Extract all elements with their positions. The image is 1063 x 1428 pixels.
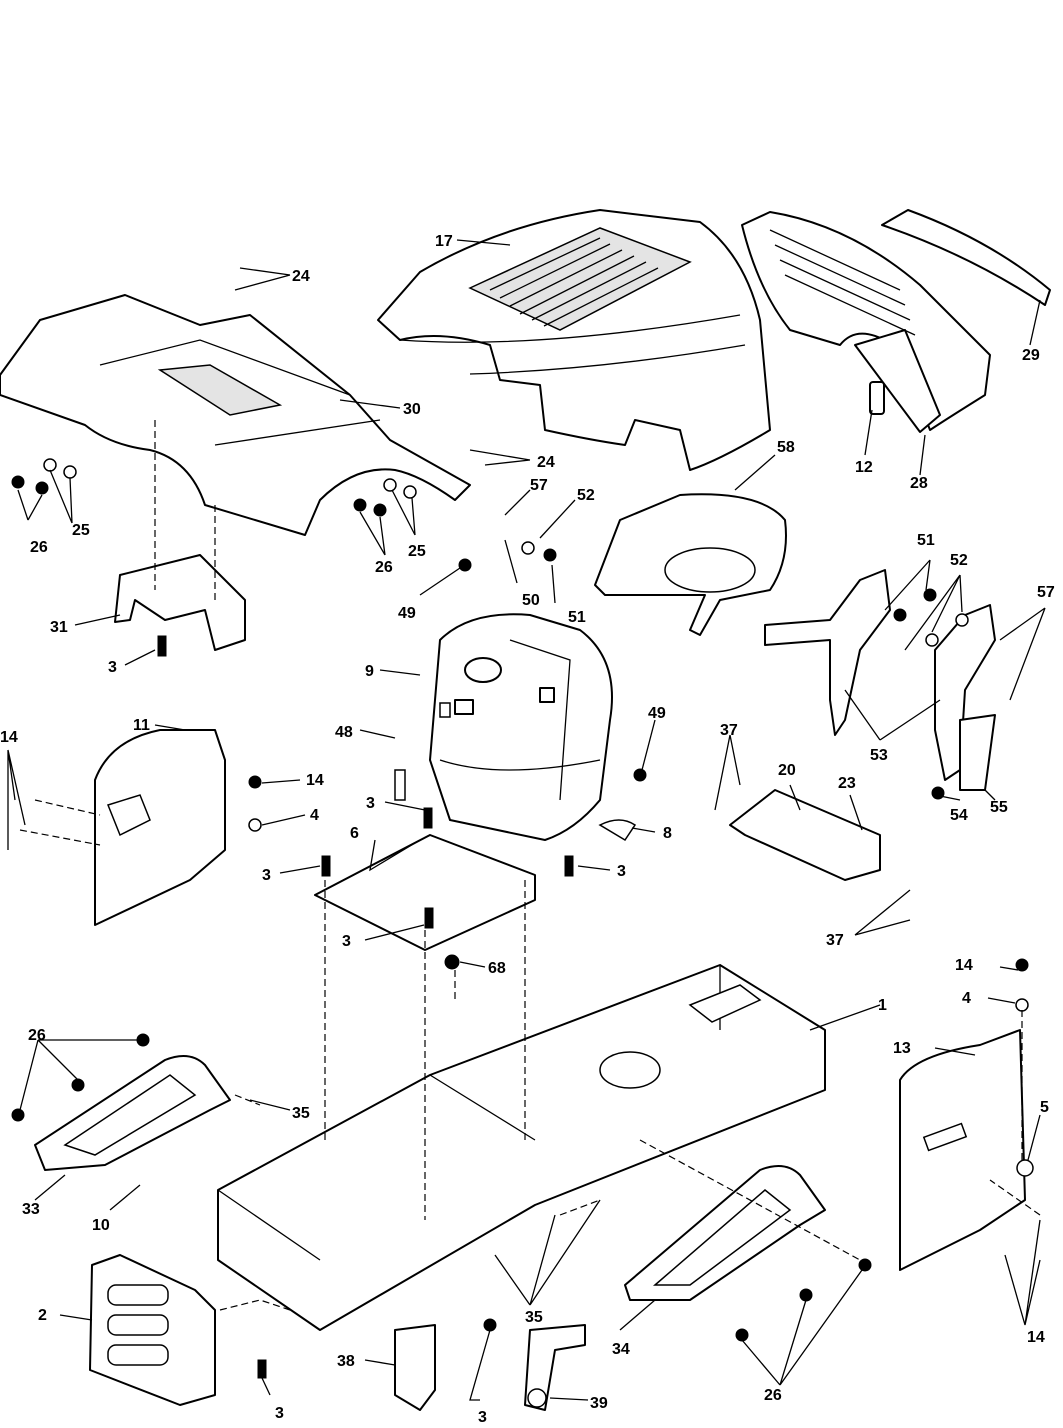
callout-25: 25 xyxy=(408,543,426,560)
callout-34: 34 xyxy=(612,1341,630,1358)
callout-4: 4 xyxy=(962,990,971,1007)
callout-31: 31 xyxy=(50,619,68,636)
callout-14: 14 xyxy=(306,772,324,789)
callout-11: 11 xyxy=(133,717,150,734)
side-panel-left-part xyxy=(94,729,226,926)
alignment-lines xyxy=(19,420,1041,1311)
hitch-bracket-right-part xyxy=(524,1324,586,1411)
callout-26: 26 xyxy=(30,539,48,556)
grille-part xyxy=(741,211,991,433)
callout-17: 17 xyxy=(435,233,453,250)
callout-48: 48 xyxy=(335,724,353,741)
callout-58: 58 xyxy=(777,439,795,456)
callout-52: 52 xyxy=(577,487,595,504)
callout-labels: 1 2 3 3 3 3 3 3 3 4 4 5 6 8 9 10 11 12 1… xyxy=(0,233,1055,1426)
bracket-part xyxy=(764,569,996,791)
callout-14: 14 xyxy=(955,957,973,974)
hardware-fasteners xyxy=(11,458,1034,1379)
battery-tray-part xyxy=(594,493,787,636)
callout-12: 12 xyxy=(855,459,873,476)
hood-part xyxy=(377,209,771,471)
callout-14: 14 xyxy=(0,729,18,746)
main-frame-part xyxy=(217,964,826,1331)
callout-20: 20 xyxy=(778,762,796,779)
hitch-bracket-left-part xyxy=(394,1324,436,1411)
callout-49: 49 xyxy=(398,605,416,622)
callout-4: 4 xyxy=(310,807,319,824)
callout-52: 52 xyxy=(950,552,968,569)
callout-9: 9 xyxy=(365,663,374,680)
callout-6: 6 xyxy=(350,825,359,842)
callout-3: 3 xyxy=(108,659,117,676)
support-bracket-part xyxy=(114,554,246,651)
callout-3: 3 xyxy=(275,1405,284,1422)
callout-3: 3 xyxy=(478,1409,487,1426)
dash-panel-part xyxy=(429,613,613,841)
latch-part xyxy=(869,381,885,415)
callout-5: 5 xyxy=(1040,1099,1049,1116)
callout-51: 51 xyxy=(568,609,586,626)
callout-24: 24 xyxy=(537,454,555,471)
side-panel-right-part xyxy=(899,1029,1026,1271)
callout-51: 51 xyxy=(917,532,935,549)
callout-38: 38 xyxy=(337,1353,355,1370)
callout-24: 24 xyxy=(292,268,310,285)
callout-23: 23 xyxy=(838,775,856,792)
callout-3: 3 xyxy=(366,795,375,812)
callout-14: 14 xyxy=(1027,1329,1045,1346)
callout-35: 35 xyxy=(292,1105,310,1122)
callout-10: 10 xyxy=(92,1217,110,1234)
callout-3: 3 xyxy=(617,863,626,880)
callout-1: 1 xyxy=(878,997,887,1014)
callout-3: 3 xyxy=(342,933,351,950)
callout-26: 26 xyxy=(375,559,393,576)
callout-53: 53 xyxy=(870,747,888,764)
fender-part xyxy=(0,294,471,536)
callout-26: 26 xyxy=(764,1387,782,1404)
front-bracket-part xyxy=(89,1254,216,1406)
callout-68: 68 xyxy=(488,960,506,977)
footrest-right-part xyxy=(624,1165,826,1301)
callout-33: 33 xyxy=(22,1201,40,1218)
callout-35: 35 xyxy=(525,1309,543,1326)
callout-55: 55 xyxy=(990,799,1008,816)
callout-29: 29 xyxy=(1022,347,1040,364)
callout-30: 30 xyxy=(403,401,421,418)
callout-54: 54 xyxy=(950,807,968,824)
footrest-left-part xyxy=(34,1055,231,1171)
callout-8: 8 xyxy=(663,825,672,842)
callout-37: 37 xyxy=(826,932,844,949)
callout-26: 26 xyxy=(28,1027,46,1044)
lens-part xyxy=(881,209,1051,306)
callout-3: 3 xyxy=(262,867,271,884)
callout-57: 57 xyxy=(1037,584,1055,601)
callout-49: 49 xyxy=(648,705,666,722)
callout-57: 57 xyxy=(530,477,548,494)
callout-2: 2 xyxy=(38,1307,47,1324)
callout-37: 37 xyxy=(720,722,738,739)
callout-50: 50 xyxy=(522,592,540,609)
callout-25: 25 xyxy=(72,522,90,539)
control-bracket-part xyxy=(729,789,881,881)
leader-lines xyxy=(7,239,1046,1401)
callout-13: 13 xyxy=(893,1040,911,1057)
callout-39: 39 xyxy=(590,1395,608,1412)
callout-28: 28 xyxy=(910,475,928,492)
